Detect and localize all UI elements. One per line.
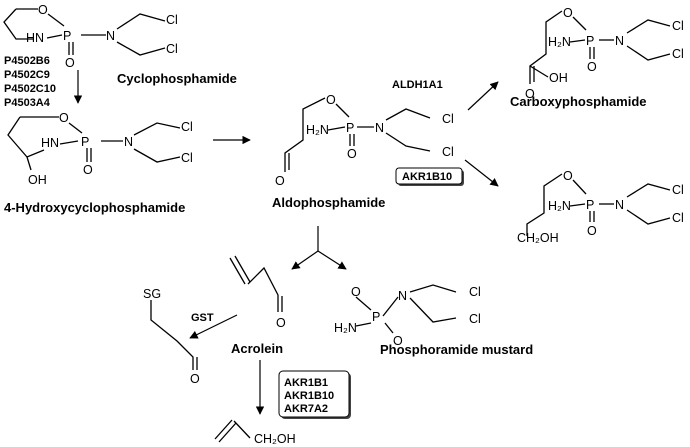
phosphoryl-oxygen: O	[587, 60, 597, 74]
hydroxyl-oxygen: O	[351, 285, 361, 299]
akr-group-box	[278, 370, 350, 418]
chlorine-2: Cl	[672, 47, 684, 61]
enzyme-p4502c9: P4502C9	[4, 69, 50, 81]
mustard-nitrogen: N	[375, 121, 384, 135]
ring-nh-h: H	[26, 31, 35, 45]
hydroxymethyl-group: CH₂OH	[517, 231, 559, 245]
split-arrow	[291, 226, 347, 270]
enzyme-p4502b6: P4502B6	[4, 55, 50, 67]
label-carboxyphosphamide: Carboxyphosphamide	[510, 94, 647, 109]
carboxyl-hydroxyl: OH	[549, 71, 568, 85]
arrow-gst-conjugation	[189, 314, 238, 339]
label-acrolein: Acrolein	[231, 341, 283, 356]
enzyme-p4502c10: P4502C10	[4, 83, 56, 95]
chlorine-1: Cl	[181, 120, 193, 134]
ring-oxygen: O	[59, 111, 69, 125]
phosphorus: P	[372, 310, 380, 324]
chlorine-2: Cl	[672, 211, 684, 225]
phosphoryl-oxygen: O	[347, 147, 357, 161]
arrow-aldh-oxidation	[467, 81, 499, 111]
ether-oxygen: O	[563, 6, 573, 20]
phosphorus: P	[346, 121, 354, 135]
mustard-nitrogen: N	[106, 29, 115, 43]
label-cyclophosphamide: Cyclophosphamide	[117, 71, 237, 86]
carboxyphosphamide-structure: O H₂N P N O Cl Cl O OH	[525, 6, 684, 101]
ring-oxygen: O	[38, 3, 48, 17]
carbonyl-oxygen: O	[525, 87, 535, 101]
label-phosphoramide-mustard: Phosphoramide mustard	[380, 342, 533, 357]
mustard-nitrogen: N	[398, 289, 407, 303]
ether-oxygen: O	[326, 93, 336, 107]
phosphorus: P	[586, 34, 594, 48]
phosphoryl-oxygen: O	[65, 56, 75, 70]
amino-group: H₂N	[306, 123, 329, 137]
ring-nh-n: N	[50, 136, 59, 150]
enzyme-p4503a4: P4503A4	[4, 97, 51, 109]
phosphoryl-oxygen: O	[393, 334, 403, 348]
chlorine-1: Cl	[672, 19, 684, 33]
phosphorus: P	[586, 198, 594, 212]
glutathione-conjugate-structure: SG O	[143, 287, 200, 386]
phosphoramide-mustard-structure: O H₂N P O N Cl Cl	[334, 284, 481, 348]
acrolein-structure: O	[229, 255, 286, 330]
allyl-alcohol-structure: CH₂OH	[214, 419, 296, 446]
phosphoryl-oxygen: O	[83, 163, 93, 177]
chlorine-2: Cl	[442, 145, 454, 159]
aldehyde-oxygen: O	[275, 174, 285, 188]
chlorine-2: Cl	[469, 312, 481, 326]
arrow-akr-reduction	[464, 159, 499, 187]
amino-group: H₂N	[548, 35, 571, 49]
label-aldophosphamide: Aldophosphamide	[272, 195, 385, 210]
enzyme-gst: GST	[191, 312, 214, 324]
enzyme-akr1b10: AKR1B10	[402, 171, 452, 183]
mustard-nitrogen: N	[615, 34, 624, 48]
hydroxycyclophosphamide-structure: O H N P N O Cl Cl OH	[7, 111, 193, 187]
aldophosphamide-structure: O H₂N P N O Cl Cl O	[275, 93, 454, 188]
mustard-nitrogen: N	[615, 198, 624, 212]
cyclophosphamide-structure: O H N P N O Cl Cl	[3, 3, 178, 70]
chlorine-2: Cl	[181, 151, 193, 165]
phosphorus: P	[63, 29, 71, 43]
enzyme-akr1b1: AKR1B1	[284, 377, 328, 389]
aldehyde-oxygen: O	[276, 316, 286, 330]
chlorine-2: Cl	[166, 42, 178, 56]
alcophosphamide-structure: O H₂N P N O Cl Cl CH₂OH	[517, 169, 684, 245]
chlorine-1: Cl	[469, 285, 481, 299]
ether-oxygen: O	[563, 169, 573, 183]
chlorine-1: Cl	[672, 183, 684, 197]
phosphorus: P	[81, 135, 89, 149]
enzyme-akr1b10: AKR1B10	[284, 390, 334, 402]
ring-nh-h: H	[41, 136, 50, 150]
ring-nh-n: N	[35, 31, 44, 45]
ketone-oxygen: O	[190, 372, 200, 386]
glutathione-group: SG	[143, 287, 161, 301]
chlorine-1: Cl	[442, 112, 454, 126]
label-hydroxycyclophosphamide: 4-Hydroxycyclophosphamide	[4, 200, 185, 215]
chlorine-1: Cl	[166, 13, 178, 27]
enzyme-aldh1a1: ALDH1A1	[392, 79, 443, 91]
akr1b10-box	[395, 167, 463, 185]
amino-group: H₂N	[334, 321, 357, 335]
enzyme-akr7a2: AKR7A2	[284, 403, 328, 415]
amino-group: H₂N	[548, 199, 571, 213]
hydroxymethyl-group: CH₂OH	[254, 432, 296, 446]
phosphoryl-oxygen: O	[587, 224, 597, 238]
hydroxyl-group: OH	[28, 173, 47, 187]
mustard-nitrogen: N	[124, 135, 133, 149]
